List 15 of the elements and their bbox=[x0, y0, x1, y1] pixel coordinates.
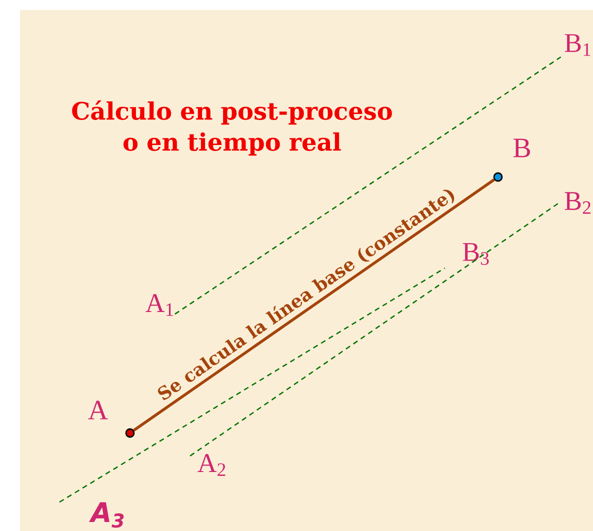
point bbox=[125, 428, 135, 438]
title: Cálculo en post-proceso o en tiempo real bbox=[72, 100, 392, 156]
line bbox=[59, 268, 446, 503]
point-label: A bbox=[88, 400, 108, 420]
point-label: A$_{1}$ bbox=[146, 294, 174, 316]
point-label: B$_{2}$ bbox=[564, 192, 590, 214]
point-label: B$_{1}$ bbox=[564, 34, 590, 56]
line bbox=[190, 202, 560, 456]
line bbox=[174, 56, 562, 315]
point-label: B$_{3}$ bbox=[462, 243, 489, 265]
point bbox=[493, 172, 503, 182]
point-label: A$_{2}$ bbox=[198, 454, 226, 476]
line bbox=[133, 178, 495, 432]
point-label: A$_{3}$ bbox=[88, 502, 124, 528]
point-label: B bbox=[513, 138, 530, 158]
